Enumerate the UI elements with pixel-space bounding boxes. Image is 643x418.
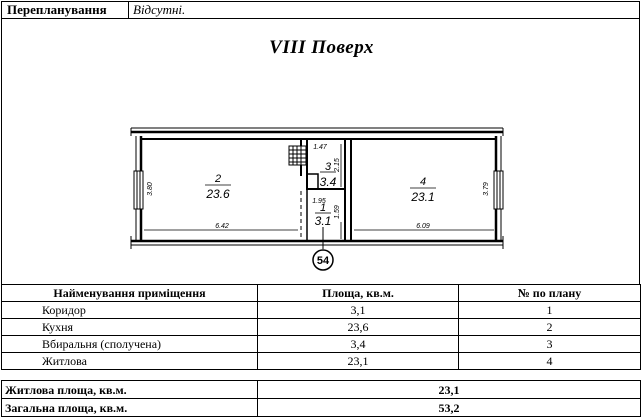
- room-4-number: 4: [420, 176, 426, 188]
- redevelopment-row: Перепланування Відсутні.: [1, 1, 640, 19]
- bathroom-walls: [306, 138, 346, 190]
- room-plan-no: 1: [458, 301, 641, 319]
- dim-right-wall: 3.79: [483, 182, 490, 196]
- room-name: Кухня: [1, 318, 258, 336]
- dim-corridor-side: 1.59: [334, 205, 341, 219]
- room-area: 23,6: [257, 318, 459, 336]
- total-area-value: 53,2: [257, 398, 641, 417]
- col-area-header: Площа, кв.м.: [257, 284, 459, 302]
- room-name: Коридор: [1, 301, 258, 319]
- table-row: Кухня 23,6 2: [1, 318, 641, 336]
- room-3-number: 3: [325, 161, 332, 173]
- floor-plan-drawing: 2 23.6 4 23.1 3 3.4 1 3.1 3.80 3.79 6.42…: [130, 127, 504, 271]
- room-plan-no: 4: [458, 352, 641, 370]
- table-row: Житлова 23,1 4: [1, 352, 641, 370]
- dim-bath-side: 2.15: [334, 158, 341, 173]
- living-area-label: Житлова площа, кв.м.: [1, 380, 258, 399]
- dim-bath-top: 1.47: [313, 144, 328, 151]
- room-name: Вбиральня (сполучена): [1, 335, 258, 353]
- dim-corridor-top: 1.95: [312, 198, 326, 205]
- rooms-table-header: Найменування приміщення Площа, кв.м. № п…: [1, 284, 641, 302]
- dim-left-wall: 3.80: [147, 182, 154, 196]
- apartment-number-circle: [312, 249, 334, 271]
- total-area-label: Загальна площа, кв.м.: [1, 398, 258, 417]
- apartment-number: 54: [317, 255, 330, 267]
- room-plan-no: 3: [458, 335, 641, 353]
- floor-plan: VIII Поверх: [1, 19, 640, 284]
- living-area-value: 23,1: [257, 380, 641, 399]
- redevelopment-label: Перепланування: [2, 2, 129, 18]
- room-area: 23,1: [257, 352, 459, 370]
- col-plan-header: № по плану: [458, 284, 641, 302]
- dim-bottom-left: 6.42: [215, 223, 229, 230]
- room-name: Житлова: [1, 352, 258, 370]
- totals-table: Житлова площа, кв.м. 23,1 Загальна площа…: [1, 380, 641, 417]
- room-1-area: 3.1: [315, 214, 332, 228]
- room-plan-no: 2: [458, 318, 641, 336]
- room-area: 3,4: [257, 335, 459, 353]
- floor-title: VIII Поверх: [269, 37, 374, 58]
- room-2-area: 23.6: [205, 187, 230, 201]
- rooms-table: Найменування приміщення Площа, кв.м. № п…: [1, 284, 641, 370]
- redevelopment-value: Відсутні.: [133, 2, 186, 17]
- room-2-number: 2: [214, 173, 221, 185]
- vent-grille-icon: [288, 145, 307, 166]
- dim-bottom-right: 6.09: [416, 223, 430, 230]
- room-4-area: 23.1: [410, 190, 434, 204]
- windows: [133, 170, 504, 210]
- room-3-area: 3.4: [320, 175, 337, 189]
- living-area-row: Житлова площа, кв.м. 23,1: [1, 380, 641, 399]
- total-area-row: Загальна площа, кв.м. 53,2: [1, 398, 641, 417]
- room-area: 3,1: [257, 301, 459, 319]
- table-row: Коридор 3,1 1: [1, 301, 641, 319]
- table-row: Вбиральня (сполучена) 3,4 3: [1, 335, 641, 353]
- col-name-header: Найменування приміщення: [1, 284, 258, 302]
- room-1-number: 1: [320, 202, 326, 214]
